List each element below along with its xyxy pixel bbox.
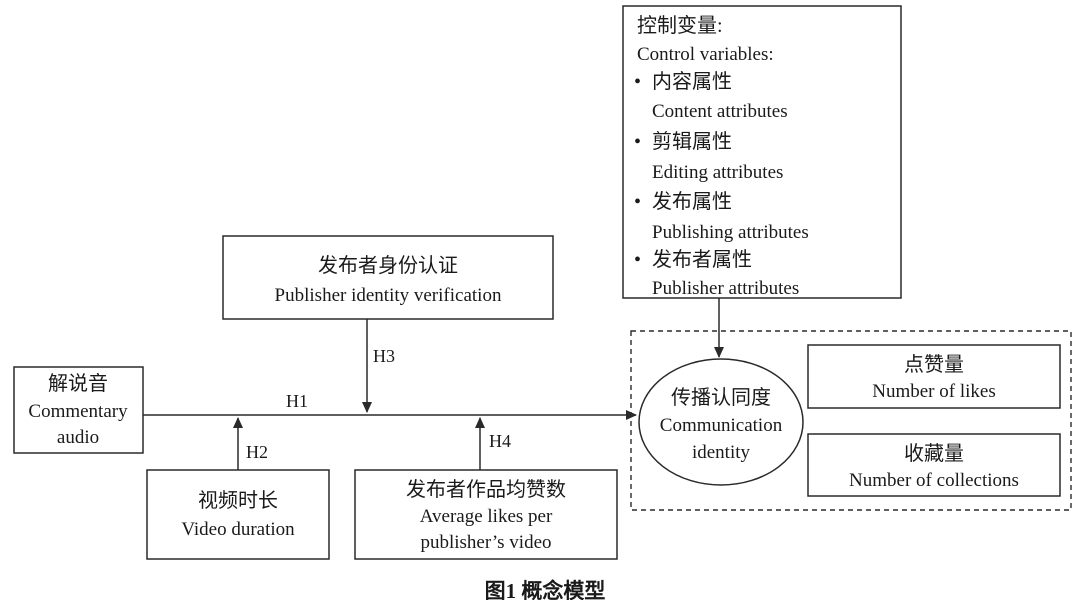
h3-label: H3 bbox=[373, 346, 395, 366]
commentary-audio-en-line1: Commentary bbox=[28, 401, 128, 422]
number-of-likes-cn: 点赞量 bbox=[904, 353, 964, 376]
publisher-identity-cn: 发布者身份认证 bbox=[318, 254, 458, 277]
control-variables-title-en: Control variables: bbox=[637, 44, 774, 65]
average-likes-en-line2: publisher’s video bbox=[420, 532, 551, 553]
publisher-attributes-en: Publisher attributes bbox=[652, 278, 799, 299]
h4-label: H4 bbox=[489, 431, 511, 451]
publishing-attributes-en: Publishing attributes bbox=[652, 222, 809, 243]
content-attributes-cn: 内容属性 bbox=[652, 70, 732, 93]
commentary-audio-en-line2: audio bbox=[57, 427, 99, 448]
publisher-identity-en: Publisher identity verification bbox=[275, 285, 502, 306]
average-likes-cn: 发布者作品均赞数 bbox=[406, 478, 566, 501]
editing-attributes-en: Editing attributes bbox=[652, 162, 783, 183]
video-duration-box: 视频时长 Video duration bbox=[146, 469, 330, 560]
publisher-attributes-cn: 发布者属性 bbox=[652, 248, 752, 271]
bullet-publisher: • bbox=[634, 249, 641, 271]
bullet-content: • bbox=[634, 71, 641, 93]
communication-identity-ellipse: 传播认同度 Communication identity bbox=[638, 358, 804, 486]
communication-identity-en-line2: identity bbox=[692, 442, 751, 463]
number-of-collections-cn: 收藏量 bbox=[904, 442, 964, 465]
h1-label: H1 bbox=[286, 391, 308, 411]
average-likes-en-line1: Average likes per bbox=[420, 506, 553, 527]
publishing-attributes-cn: 发布属性 bbox=[652, 190, 732, 213]
publisher-identity-box: 发布者身份认证 Publisher identity verification bbox=[222, 235, 554, 320]
control-variables-title-cn: 控制变量: bbox=[637, 14, 723, 37]
editing-attributes-cn: 剪辑属性 bbox=[652, 130, 732, 153]
h2-label: H2 bbox=[246, 442, 268, 462]
bullet-publishing: • bbox=[634, 191, 641, 213]
figure-caption: 图1 概念模型 bbox=[485, 579, 606, 600]
content-attributes-en: Content attributes bbox=[652, 101, 788, 122]
number-of-likes-box: 点赞量 Number of likes bbox=[807, 344, 1061, 409]
number-of-collections-en: Number of collections bbox=[849, 470, 1019, 491]
number-of-likes-en: Number of likes bbox=[872, 381, 995, 402]
outcome-dashed-group bbox=[630, 330, 1072, 511]
communication-identity-cn: 传播认同度 bbox=[671, 386, 771, 409]
average-likes-box: 发布者作品均赞数 Average likes per publisher’s v… bbox=[354, 469, 618, 560]
control-variables-box: 控制变量: Control variables: • 内容属性 Content … bbox=[622, 5, 902, 299]
commentary-audio-cn: 解说音 bbox=[48, 372, 108, 395]
commentary-audio-box: 解说音 Commentary audio bbox=[13, 366, 144, 454]
number-of-collections-box: 收藏量 Number of collections bbox=[807, 433, 1061, 497]
video-duration-en: Video duration bbox=[181, 519, 295, 540]
bullet-editing: • bbox=[634, 131, 641, 153]
communication-identity-en-line1: Communication bbox=[660, 415, 783, 436]
video-duration-cn: 视频时长 bbox=[198, 489, 278, 512]
